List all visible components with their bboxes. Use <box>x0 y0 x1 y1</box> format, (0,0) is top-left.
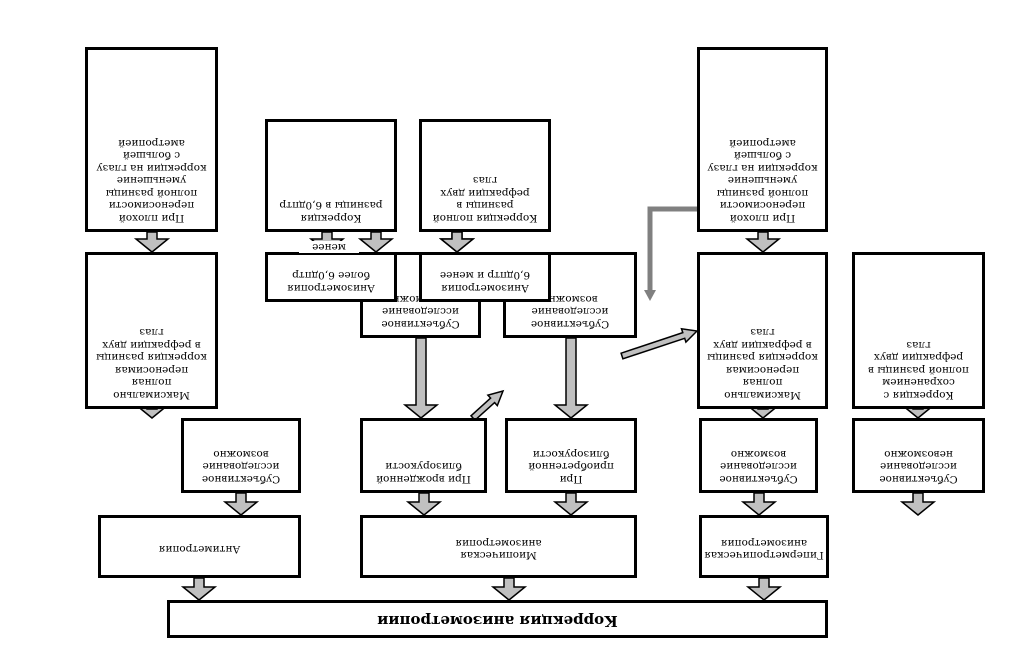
arrow-subj-possible-to-max-correction <box>620 327 699 360</box>
arrow-myopic-to-acquired <box>552 492 590 516</box>
hyper-type-box: Гиперметропическая анизометропия <box>699 515 829 578</box>
myopic-congenital-box: При врожденной близорукости <box>360 418 487 493</box>
arrow-hyper-to-subj-possible <box>740 492 778 516</box>
arrow-acquired-to-subj-possible <box>552 337 590 419</box>
hyper-subj-impossible-box: Субъективное исследование невозможно <box>852 418 985 493</box>
hyper-poor-tolerance-box: При плохой переносимости полной разницы … <box>697 47 828 232</box>
myopic-acquired-box: При приобретенной близорукости <box>505 418 637 493</box>
arrow-root-to-antimetropia <box>180 577 218 601</box>
arrow-root-to-hyper <box>745 577 783 601</box>
root-box: Коррекция анизометропии <box>167 600 828 638</box>
arrow-congenital-to-subj-possible <box>469 389 505 422</box>
arrow-subj-impossible-to-aniso-more <box>357 231 395 253</box>
arrow-congenital-to-subj-impossible <box>402 337 440 419</box>
antimetropia-subj-possible-box: Субъективное исследование возможно <box>181 418 301 493</box>
antimetropia-poor-tolerance-box: При плохой переносимости полной разницы … <box>85 47 218 232</box>
hyper-subj-possible-box: Субъективное исследование возможно <box>699 418 818 493</box>
arrow-hyper-to-subj-impossible <box>899 492 937 516</box>
myopic-full-diff-correction-box: Коррекция полной разницы в рефракции дву… <box>419 119 551 232</box>
myopic-type-box: Миопическая анизометропия <box>360 515 637 578</box>
arrow-myopic-to-congenital <box>405 492 443 516</box>
antimetropia-max-correction-box: Максимально полная переносимая коррекция… <box>85 252 218 409</box>
myopic-aniso-6-less-box: Анизометропия 6,0дптр и менее <box>419 252 551 302</box>
overlap-text: менее <box>299 241 359 253</box>
hyper-full-correction-box: Коррекция с сохранением полной разницы в… <box>852 252 985 409</box>
antimetropia-type-box: Антиметропия <box>98 515 301 578</box>
arrow-antimetropia-max-to-poor <box>133 231 171 253</box>
arrow-max-to-poor-tolerance <box>744 231 782 253</box>
arrow-root-to-myopic <box>490 577 528 601</box>
myopic-aniso-6-more-box: Анизометропия более 6,0дптр <box>265 252 397 302</box>
poor-tolerance-connector-head <box>644 290 656 301</box>
arrow-aniso-less-to-full-diff <box>438 231 476 253</box>
myopic-correction-6-box: Коррекция разницы в 6,0дптр <box>265 119 397 232</box>
arrow-antimetropia-to-subj-possible <box>222 492 260 516</box>
hyper-max-correction-box: Максимально полная переносимая коррекция… <box>697 252 828 409</box>
